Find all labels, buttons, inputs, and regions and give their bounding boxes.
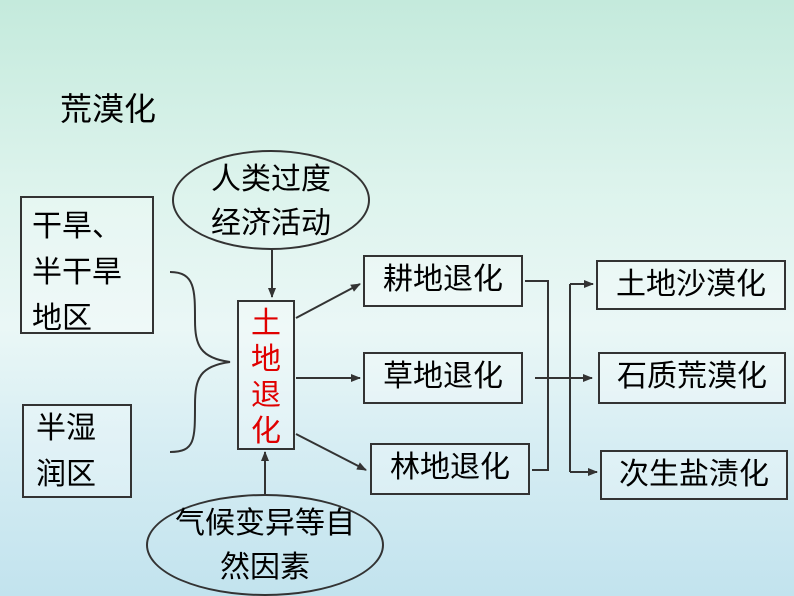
forest-degradation-box: 林地退化 [370,443,530,495]
rocky-desertification-box: 石质荒漠化 [598,352,786,404]
climate-factor-ellipse: 气候变异等自 然因素 [146,494,384,596]
arrow-center-to-forest [295,433,367,471]
center-char-3: 退 [251,378,281,413]
center-char-2: 地 [251,342,281,377]
salinization-box: 次生盐渍化 [600,450,788,500]
farmland-degradation-box: 耕地退化 [363,255,523,307]
desertification-box: 土地沙漠化 [596,260,786,310]
climate-line-2: 然因素 [220,550,310,585]
human-activity-ellipse: 人类过度 经济活动 [172,150,370,250]
human-line-2: 经济活动 [211,206,331,241]
humid-line-2: 润区 [36,457,96,492]
left-brace [169,271,231,453]
center-char-1: 土 [251,306,281,341]
arid-line-2: 半干旱 [32,255,122,290]
page-title: 荒漠化 [60,90,157,128]
arid-line-3: 地区 [32,301,92,336]
middle-bracket [525,280,549,471]
grassland-degradation-box: 草地退化 [363,352,523,404]
land-degradation-box: 土 地 退 化 [237,300,295,450]
center-char-4: 化 [251,414,281,449]
climate-line-1: 气候变异等自 [175,506,355,541]
arrow-center-to-farmland [295,283,361,319]
arid-region-box: 干旱、 半干旱 地区 [20,196,154,336]
arid-line-1: 干旱、 [32,209,122,244]
humid-region-box: 半湿 润区 [22,404,132,498]
humid-line-1: 半湿 [36,411,96,446]
human-line-1: 人类过度 [211,162,331,197]
